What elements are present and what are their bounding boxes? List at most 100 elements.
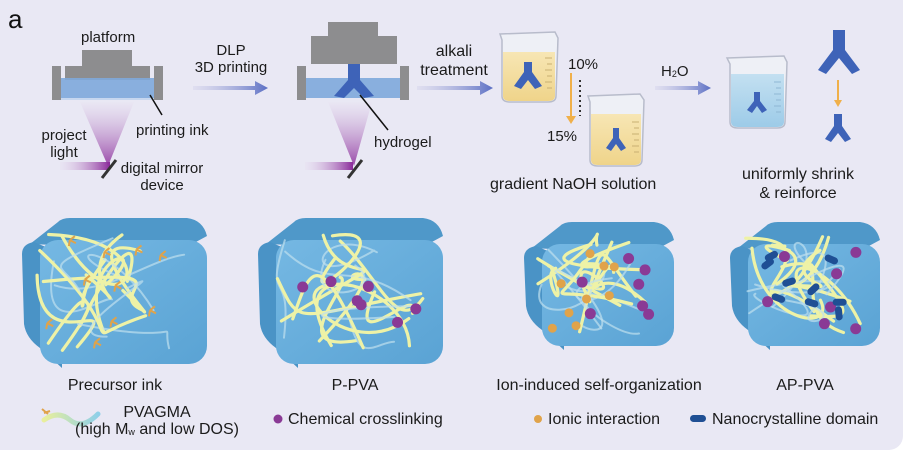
polymer-chain (549, 266, 560, 298)
polymer-chain (794, 266, 862, 326)
legend-pvagma-icon (41, 408, 101, 427)
nanocrystal-domain (764, 250, 779, 262)
polymer-chain (60, 237, 114, 292)
ionic-point (547, 323, 557, 333)
polymer-chain (770, 243, 798, 286)
crosslink-point (818, 318, 830, 330)
beaker-15-percent (586, 93, 645, 167)
cube-precursor-ink (22, 218, 207, 368)
water-label: H2O (661, 63, 689, 80)
hydrogel-shape (334, 64, 374, 98)
polymer-chain (47, 232, 129, 286)
concentration-end-label: 15% (547, 128, 578, 145)
polymer-chain (284, 250, 412, 302)
crosslink-point (325, 276, 337, 288)
methacrylate-group (158, 250, 168, 262)
cube-front-face (40, 240, 207, 364)
legend-nanocrystalline-domain-label: Nanocrystalline domain (712, 411, 879, 428)
crosslink-point (410, 303, 422, 315)
project-light-beam (60, 162, 110, 170)
platform-label: platform (81, 29, 136, 46)
methacrylate-group (113, 280, 122, 292)
gradient-naoh-label: gradient NaOH solution (490, 176, 657, 193)
shrink-arrow-head (834, 100, 842, 107)
crosslink-point (392, 316, 404, 328)
polymer-chain (312, 282, 411, 334)
methacrylate-group (67, 235, 77, 247)
alkali-treatment-label: alkali treatment (420, 43, 488, 79)
legend-ionic-interaction-dot (534, 415, 542, 423)
crosslink-point (825, 301, 837, 313)
caption-precursor-ink: Precursor ink (67, 377, 163, 394)
caption-p-pva: P-PVA (331, 377, 379, 394)
cube-ion-induced (524, 222, 674, 350)
polymer-chain (750, 246, 825, 320)
cube-p-pva (258, 218, 443, 368)
ionic-point (609, 262, 619, 272)
crosslink-point (850, 323, 862, 335)
crosslink-point (297, 281, 309, 293)
polymer-chain (46, 272, 93, 345)
projection-beam (80, 102, 134, 166)
polymer-chain (279, 233, 366, 323)
nanocrystal-domain (832, 298, 847, 306)
gradient-arrow-head (566, 116, 576, 124)
digital-mirror-device-label: digital mirror device (120, 160, 204, 194)
crosslink-point (633, 278, 645, 290)
printing-ink-pointer (149, 94, 163, 116)
printing-ink-label: printing ink (136, 122, 209, 139)
ionic-point (564, 308, 574, 318)
platform (82, 50, 132, 68)
caption-ap-pva: AP-PVA (776, 377, 834, 394)
digital-mirror (100, 159, 118, 179)
beaker-water (725, 55, 788, 129)
polymer-chain (566, 262, 606, 293)
methacrylate-group (82, 274, 92, 286)
vat-wall-left (52, 66, 61, 100)
nanocrystal-domain (761, 258, 774, 270)
ionic-point (599, 261, 609, 271)
legend-chemical-crosslinking-label: Chemical crosslinking (288, 411, 443, 428)
nanocrystal-domain (824, 254, 838, 265)
printer-setup-initial (52, 50, 163, 179)
hydrogel-small (825, 114, 851, 142)
methacrylate-group (109, 316, 118, 328)
crosslink-point (576, 276, 588, 288)
nanocrystal-domain (807, 283, 820, 296)
nanocrystal-domain (771, 293, 786, 303)
crosslink-point (778, 251, 790, 263)
dlp-3d-printing-label: DLP 3D printing (194, 42, 268, 76)
crosslink-point (584, 308, 596, 320)
polymer-chain (579, 240, 631, 269)
concentration-start-label: 10% (568, 56, 599, 73)
polymer-chain (291, 274, 365, 350)
project-light-label: project light (41, 127, 87, 161)
platform-base (65, 66, 150, 80)
nanocrystal-domain (782, 277, 796, 287)
uniformly-shrink-label: uniformly shrink & reinforce (741, 166, 855, 202)
crosslink-point (850, 246, 862, 258)
legend-nanocrystalline-domain-bar (690, 415, 706, 422)
legend-pvagma-label: PVAGMA (high Mw and low DOS) (75, 404, 239, 438)
polymer-chain (275, 277, 423, 316)
crosslink-point (637, 300, 649, 312)
polymer-chain (560, 256, 634, 306)
hydrogel-pointer (359, 94, 389, 131)
ionic-point (556, 279, 566, 289)
nanocrystal-domain (804, 298, 819, 308)
caption-ion-induced: Ion-induced self-organization (496, 377, 702, 394)
network-cubes (22, 218, 880, 368)
crosslink-point (762, 296, 774, 308)
panel-label: a (8, 4, 23, 34)
cube-ap-pva (730, 222, 880, 350)
polymer-chain (536, 257, 622, 307)
crosslink-point (831, 268, 843, 280)
vat-floor (61, 98, 154, 100)
methacrylate-group (134, 244, 143, 256)
crosslink-point (643, 308, 655, 320)
crosslink-point (362, 280, 374, 292)
polymer-chain (536, 232, 599, 286)
arrow-dlp (193, 81, 268, 95)
legend-chemical-crosslinking-dot (273, 414, 283, 424)
